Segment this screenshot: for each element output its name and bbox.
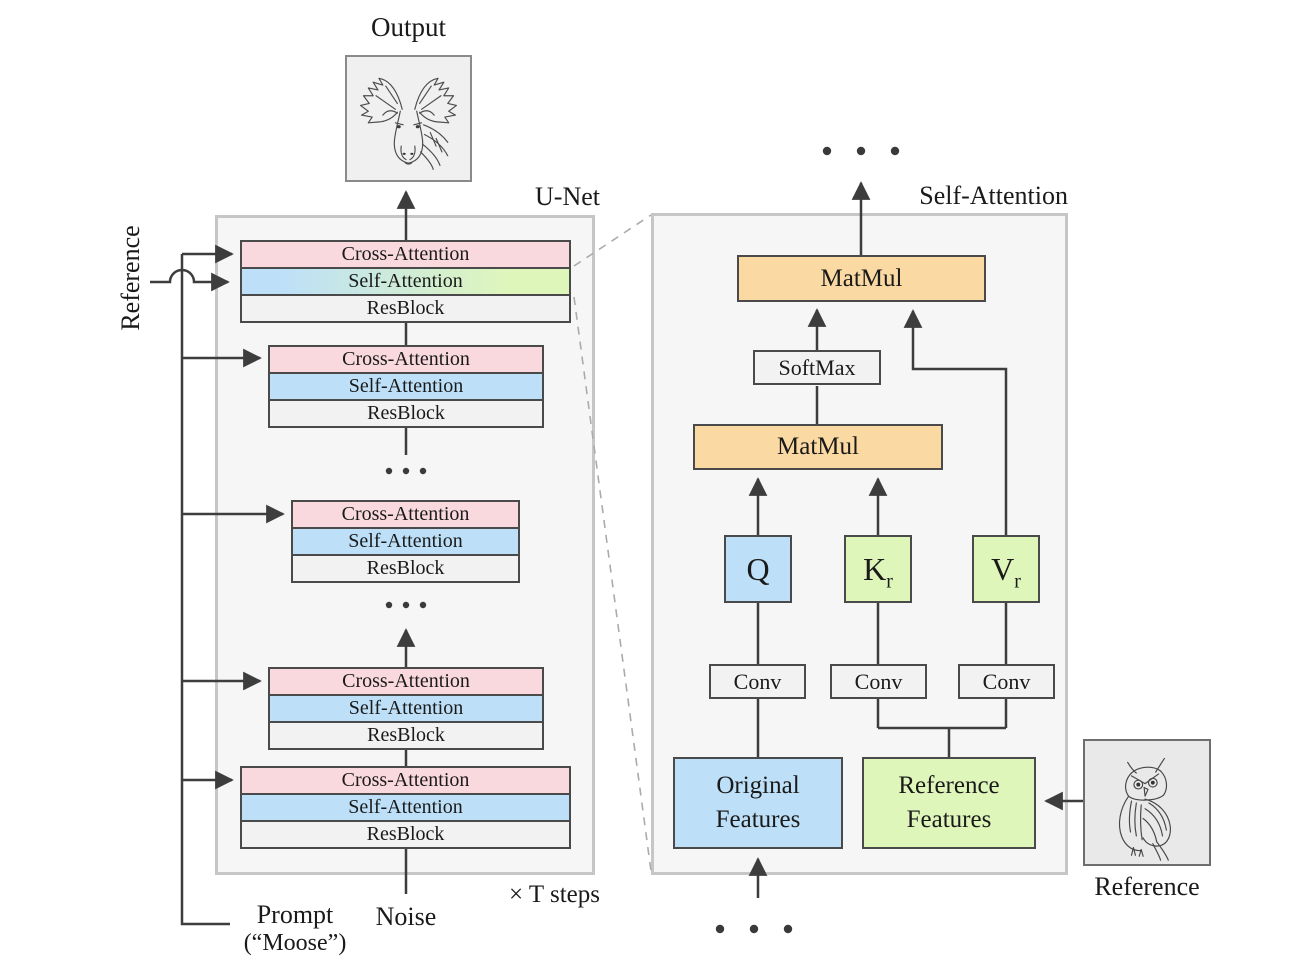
value-subscript: r xyxy=(1014,569,1021,592)
query-box: Q xyxy=(724,535,792,603)
softmax-box: SoftMax xyxy=(753,350,881,385)
resblock-row: ResBlock xyxy=(242,820,569,847)
unet-block-2: Cross-Attention Self-Attention ResBlock xyxy=(268,345,544,428)
unet-block-4: Cross-Attention Self-Attention ResBlock xyxy=(268,667,544,750)
ellipsis-unet-upper xyxy=(385,467,427,475)
unet-title: U-Net xyxy=(535,182,600,211)
line-reffeat-to-convs xyxy=(876,699,1008,757)
self-attention-row-highlighted: Self-Attention xyxy=(242,267,569,294)
prompt-example-label: (“Moose”) xyxy=(243,930,347,956)
matmul-bottom-label: MatMul xyxy=(777,433,859,460)
conv-v-box: Conv xyxy=(958,664,1055,699)
self-attention-row: Self-Attention xyxy=(242,793,569,820)
conv-q-box: Conv xyxy=(709,664,806,699)
resblock-row: ResBlock xyxy=(270,721,542,748)
moose-sketch xyxy=(359,77,458,170)
conv-k-label: Conv xyxy=(854,668,903,694)
reference-input-label: Reference xyxy=(116,225,145,331)
t-steps-label: × T steps xyxy=(509,881,600,908)
conv-v-label: Conv xyxy=(982,668,1031,694)
unet-block-1: Cross-Attention Self-Attention ResBlock xyxy=(240,240,571,323)
arrow-reference-to-self-attn xyxy=(150,268,230,292)
conv-q-label: Conv xyxy=(733,668,782,694)
matmul-top-box: MatMul xyxy=(737,255,986,302)
noise-label: Noise xyxy=(375,902,437,931)
arrow-v-to-matmul xyxy=(903,309,1008,535)
conv-k-box: Conv xyxy=(830,664,927,699)
unet-block-3: Cross-Attention Self-Attention ResBlock xyxy=(291,500,520,583)
ellipsis-attention-bottom xyxy=(715,924,793,934)
matmul-top-label: MatMul xyxy=(820,264,903,292)
output-image-moose xyxy=(345,55,472,182)
query-label: Q xyxy=(746,550,770,587)
value-box: Vr xyxy=(972,535,1040,603)
resblock-row: ResBlock xyxy=(270,399,542,426)
dashed-zoom-bottom xyxy=(573,296,652,872)
key-label: Kr xyxy=(863,550,893,592)
original-features-label: Original Features xyxy=(715,772,801,833)
prompt-rail xyxy=(180,254,230,926)
cross-attention-row: Cross-Attention xyxy=(242,242,569,267)
softmax-label: SoftMax xyxy=(778,354,856,380)
ellipsis-unet-lower xyxy=(385,601,427,609)
reference-features-label: Reference Features xyxy=(898,772,1000,833)
self-attention-row: Self-Attention xyxy=(270,694,542,721)
reference-image-owl xyxy=(1083,739,1211,866)
original-features-box: Original Features xyxy=(673,757,843,849)
reference-image-label: Reference xyxy=(1094,872,1200,901)
reference-features-box: Reference Features xyxy=(862,757,1036,849)
resblock-row: ResBlock xyxy=(242,294,569,321)
self-attention-row: Self-Attention xyxy=(270,372,542,399)
dashed-zoom-top xyxy=(573,214,652,267)
self-attention-title: Self-Attention xyxy=(919,181,1068,210)
output-label: Output xyxy=(370,12,446,42)
cross-attention-row: Cross-Attention xyxy=(242,768,569,793)
self-attention-row: Self-Attention xyxy=(293,527,518,554)
key-box: Kr xyxy=(844,535,912,603)
cross-attention-row: Cross-Attention xyxy=(293,502,518,527)
ellipsis-attention-top xyxy=(822,146,900,156)
matmul-bottom-box: MatMul xyxy=(693,424,943,470)
prompt-label: Prompt xyxy=(256,900,334,929)
owl-sketch xyxy=(1118,757,1171,861)
resblock-row: ResBlock xyxy=(293,554,518,581)
key-subscript: r xyxy=(886,569,893,592)
unet-block-5: Cross-Attention Self-Attention ResBlock xyxy=(240,766,571,849)
cross-attention-row: Cross-Attention xyxy=(270,347,542,372)
cross-attention-row: Cross-Attention xyxy=(270,669,542,694)
value-label: Vr xyxy=(991,550,1021,592)
